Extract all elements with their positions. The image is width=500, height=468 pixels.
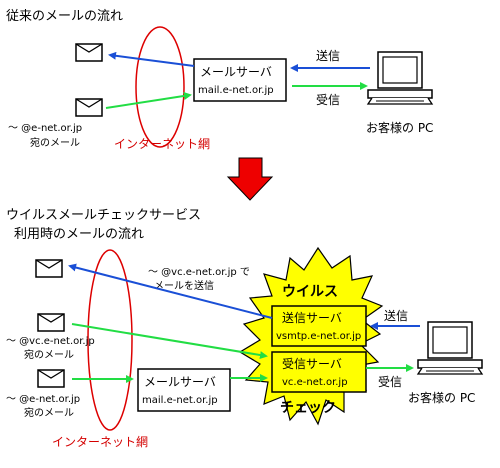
burst-virus-label: ウイルス (282, 284, 338, 300)
vc-note: ～ @vc.e-net.or.jp で (148, 267, 250, 278)
address-caption: 宛のメール (30, 136, 80, 149)
send-arrow (108, 51, 195, 67)
big-down-arrow-icon (226, 157, 274, 201)
pc-icon (417, 321, 483, 375)
mail-envelope-icon (37, 313, 65, 332)
bottom-title-sub: 利用時のメールの流れ (14, 227, 144, 242)
pc-label: お客様の PC (366, 120, 433, 135)
send-arrow (68, 263, 273, 319)
address-caption: 宛のメール (24, 406, 74, 419)
address-text: ～ @e-net.or.jp (6, 394, 80, 405)
mail-server-name: メールサーバ (144, 375, 216, 389)
send-server-box (271, 305, 367, 347)
mail-server-box (137, 368, 231, 412)
send-server-host: vsmtp.e-net.or.jp (276, 331, 361, 342)
mail-server-box (193, 58, 287, 102)
mail-envelope-icon (37, 369, 65, 388)
mail-server-host: mail.e-net.or.jp (198, 85, 274, 96)
receive-arrow (71, 323, 268, 359)
receive-server-host: vc.e-net.or.jp (282, 377, 348, 388)
mail-server-name: メールサーバ (200, 65, 272, 79)
receive-arrow (105, 91, 192, 109)
send-server-name: 送信サーバ (282, 310, 342, 325)
vc-note-sub: メールを送信 (154, 279, 214, 292)
mail-server-host: mail.e-net.or.jp (142, 395, 218, 406)
receive-label: 受信 (316, 93, 340, 107)
burst-check-label: チェック (280, 400, 336, 416)
pc-icon (367, 51, 433, 105)
address-text: ～ @e-net.or.jp (8, 123, 82, 134)
top-title: 従来のメールの流れ (6, 9, 123, 24)
receive-server-box (271, 351, 367, 393)
send-label: 送信 (384, 308, 408, 323)
address-caption: 宛のメール (24, 348, 74, 361)
internet-label: インターネット網 (52, 435, 148, 449)
mail-envelope-icon (35, 259, 63, 278)
receive-label: 受信 (378, 375, 402, 389)
mail-envelope-icon (75, 43, 103, 62)
send-label: 送信 (316, 48, 340, 63)
address-text: ～ @vc.e-net.or.jp (6, 336, 95, 347)
internet-ellipse (135, 26, 185, 148)
receive-server-name: 受信サーバ (282, 357, 342, 371)
pc-label: お客様の PC (408, 390, 475, 405)
internet-ellipse (87, 249, 133, 431)
internet-label: インターネット網 (114, 137, 210, 151)
mail-envelope-icon (75, 98, 103, 117)
bottom-title: ウイルスメールチェックサービス (6, 208, 201, 223)
